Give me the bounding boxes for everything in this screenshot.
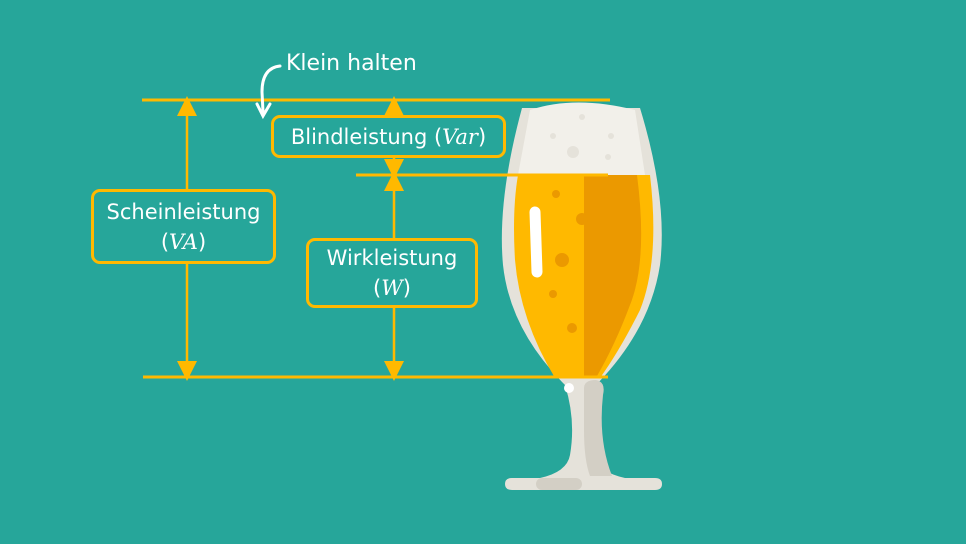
reactive-power-label: Blindleistung: [290, 124, 428, 149]
annotation-text: Klein halten: [286, 51, 417, 76]
apparent-power-unit: VA: [169, 229, 198, 254]
beer-glass-illustration: [501, 102, 662, 490]
reactive-power-unit: Var: [442, 124, 478, 149]
reactive-power-box: Blindleistung (Var): [271, 115, 506, 158]
foam: [518, 102, 645, 175]
curved-arrow-icon: [260, 64, 282, 114]
apparent-power-box: Scheinleistung (VA): [91, 189, 276, 264]
active-power-box: Wirkleistung (W): [306, 238, 478, 308]
apparent-power-label: Scheinleistung: [106, 199, 261, 224]
beer-dark: [584, 175, 642, 376]
active-power-label: Wirkleistung: [326, 246, 458, 270]
active-power-unit: W: [381, 276, 403, 300]
